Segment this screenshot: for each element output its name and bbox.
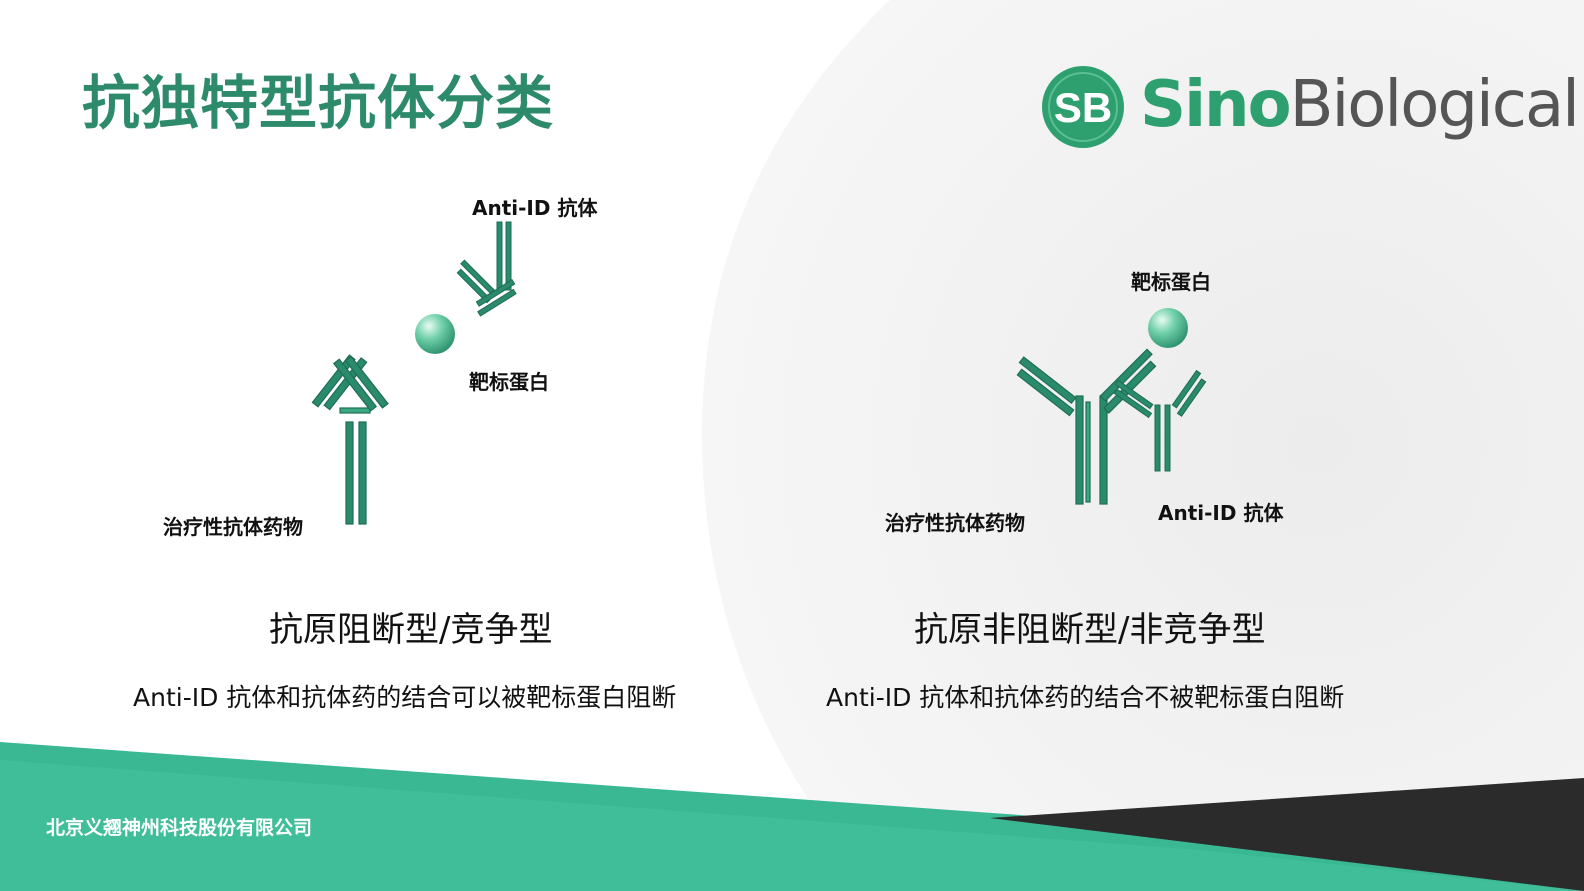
sino-biological-logo: SB SinoBiological bbox=[1040, 62, 1580, 158]
left-heading: 抗原阻断型/竞争型 bbox=[269, 610, 553, 650]
right-label-drug: 治疗性抗体药物 bbox=[885, 511, 1025, 535]
logo-brand-biological: Biological bbox=[1289, 68, 1580, 142]
left-description: Anti-ID 抗体和抗体药的结合可以被靶标蛋白阻断 bbox=[133, 683, 677, 712]
right-label-target-protein: 靶标蛋白 bbox=[1131, 270, 1211, 294]
sb-logo-icon: SB bbox=[1042, 66, 1124, 148]
right-anti-id-antibody-icon bbox=[1113, 369, 1207, 472]
left-target-protein-ball bbox=[415, 314, 455, 354]
right-label-anti-id: Anti-ID 抗体 bbox=[1158, 501, 1284, 525]
left-label-drug: 治疗性抗体药物 bbox=[163, 515, 303, 539]
gray-circle-background bbox=[701, 0, 1584, 891]
page-title: 抗独特型抗体分类 bbox=[82, 69, 555, 137]
right-drug-antibody-icon bbox=[1016, 348, 1157, 505]
dark-footer-wedge bbox=[990, 778, 1584, 891]
logo-brand-sino: Sino bbox=[1140, 68, 1292, 142]
right-description: Anti-ID 抗体和抗体药的结合不被靶标蛋白阻断 bbox=[826, 683, 1345, 712]
logo-wordmark: SinoBiological bbox=[1140, 68, 1580, 142]
right-heading: 抗原非阻断型/非竞争型 bbox=[914, 610, 1266, 650]
logo-icon-text: SB bbox=[1054, 84, 1112, 131]
left-drug-antibody-icon bbox=[311, 354, 389, 525]
left-anti-id-antibody-icon bbox=[456, 221, 517, 317]
left-label-target-protein: 靶标蛋白 bbox=[469, 370, 549, 394]
green-footer-light-band bbox=[0, 760, 1584, 891]
left-label-anti-id: Anti-ID 抗体 bbox=[472, 196, 598, 220]
footer-company-name: 北京义翘神州科技股份有限公司 bbox=[46, 817, 313, 839]
right-target-protein-ball bbox=[1148, 308, 1188, 348]
